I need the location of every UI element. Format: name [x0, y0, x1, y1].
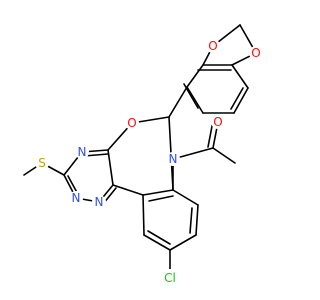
svg-text:N: N	[169, 152, 178, 166]
bond	[186, 64, 204, 88]
bond	[143, 234, 171, 251]
chlorine-atom: Cl	[161, 269, 179, 287]
atom-labels: O O O O N N N N	[35, 39, 263, 287]
bond	[231, 64, 249, 89]
bond	[142, 194, 145, 236]
nitrogen-atom-triazine-left: N	[69, 191, 83, 205]
svg-text:Cl: Cl	[164, 271, 176, 285]
oxygen-atom-dioxole-right: O	[249, 46, 263, 60]
bond	[172, 189, 199, 206]
bond	[233, 87, 249, 114]
bond	[148, 195, 174, 202]
svg-text:N: N	[72, 191, 81, 205]
bond	[107, 149, 114, 186]
oxygen-atom-dioxole-top: O	[206, 39, 220, 53]
nitrogen-atom-amide: N	[166, 152, 180, 166]
bond	[212, 147, 236, 164]
bond	[83, 153, 109, 157]
molecule-structure: O O O O N N N N	[23, 24, 263, 287]
svg-text:O: O	[251, 46, 260, 60]
nitrogen-atom-triazine-top: N	[75, 145, 89, 159]
svg-text:S: S	[38, 156, 46, 170]
bond	[230, 87, 244, 110]
bonds	[23, 24, 257, 273]
bond	[147, 230, 171, 245]
bond	[189, 207, 193, 234]
nitrogen-atom-triazine-bottom: N	[92, 195, 106, 209]
bond	[195, 204, 199, 236]
svg-text:O: O	[208, 39, 217, 53]
bond	[169, 234, 197, 251]
bond	[142, 189, 174, 196]
svg-text:N: N	[78, 145, 87, 159]
bond	[112, 184, 144, 196]
oxygen-atom-ring: O	[125, 116, 139, 130]
bond	[168, 86, 188, 118]
svg-text:N: N	[95, 195, 104, 209]
svg-text:O: O	[213, 115, 222, 129]
svg-text:O: O	[127, 116, 136, 130]
oxygen-atom-carbonyl: O	[211, 115, 225, 129]
bond	[186, 86, 204, 114]
sulfur-atom: S	[35, 156, 49, 170]
